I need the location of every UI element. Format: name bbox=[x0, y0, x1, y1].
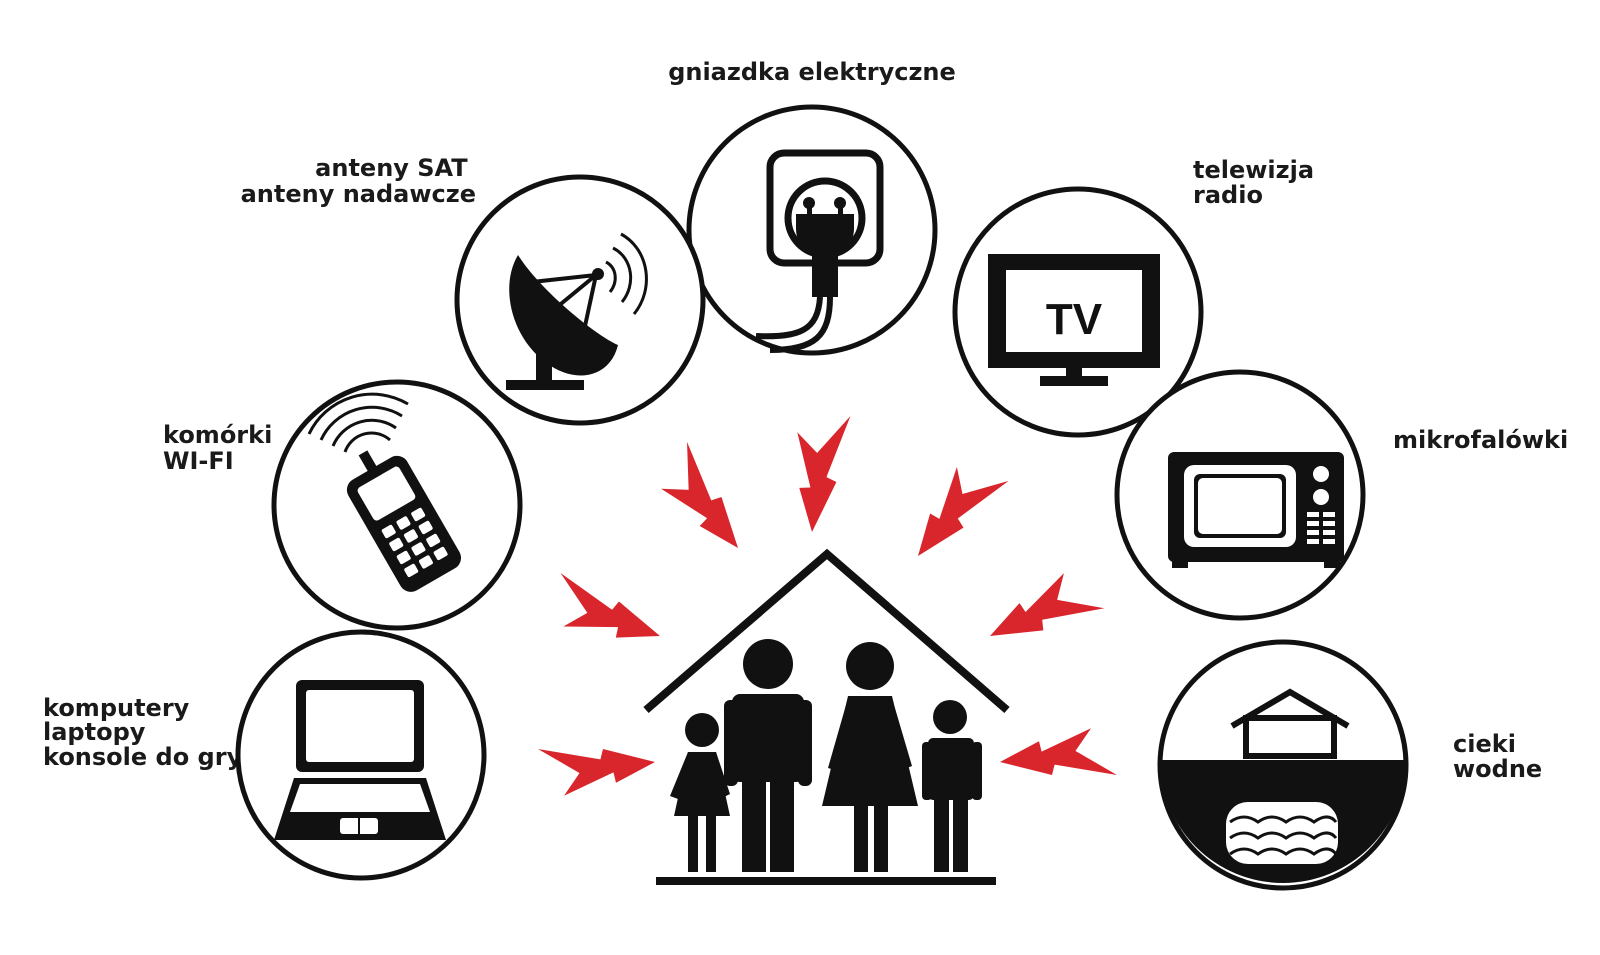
label-tv-radio: telewizja radio bbox=[1193, 156, 1322, 209]
bolt-socket bbox=[777, 405, 851, 535]
label-microwaves: mikrofalówki bbox=[1393, 426, 1568, 454]
underground-water-icon bbox=[1226, 688, 1350, 864]
mobile-phone-icon bbox=[307, 392, 462, 592]
label-phones-wifi: komórki WI-FI bbox=[163, 421, 281, 475]
family-house-icon bbox=[643, 548, 1010, 885]
label-sockets: gniazdka elektryczne bbox=[668, 58, 956, 86]
radiation-bolts bbox=[538, 405, 1117, 796]
figure-boy bbox=[922, 700, 982, 872]
water-circle bbox=[1157, 639, 1409, 891]
satellite-circle bbox=[454, 174, 706, 426]
computers-circle bbox=[235, 629, 487, 881]
microwave-icon bbox=[1168, 452, 1344, 568]
phones-circle bbox=[271, 379, 523, 631]
laptop-icon bbox=[274, 680, 446, 840]
television-icon: TV bbox=[988, 254, 1160, 386]
tv-screen-text: TV bbox=[1046, 295, 1103, 344]
bolt-microwave bbox=[978, 564, 1105, 649]
bolt-laptop bbox=[538, 749, 655, 796]
microwaves-circle bbox=[1114, 369, 1366, 621]
bolt-satellite bbox=[647, 441, 750, 566]
satellite-dish-icon bbox=[506, 232, 648, 390]
bolt-tv bbox=[893, 448, 1009, 566]
bolt-phone bbox=[540, 573, 666, 667]
label-computers: komputery laptopy konsole do gry bbox=[43, 694, 243, 771]
sockets-circle bbox=[686, 104, 938, 356]
figure-father bbox=[724, 639, 812, 872]
bolt-water bbox=[1000, 728, 1117, 775]
tv-circle: TV bbox=[952, 186, 1204, 438]
figure-mother bbox=[822, 642, 918, 872]
figure-girl bbox=[670, 713, 730, 872]
label-water: cieki wodne bbox=[1453, 730, 1542, 783]
plug-socket-icon bbox=[755, 149, 884, 353]
label-satellite: anteny SAT anteny nadawcze bbox=[241, 154, 476, 208]
